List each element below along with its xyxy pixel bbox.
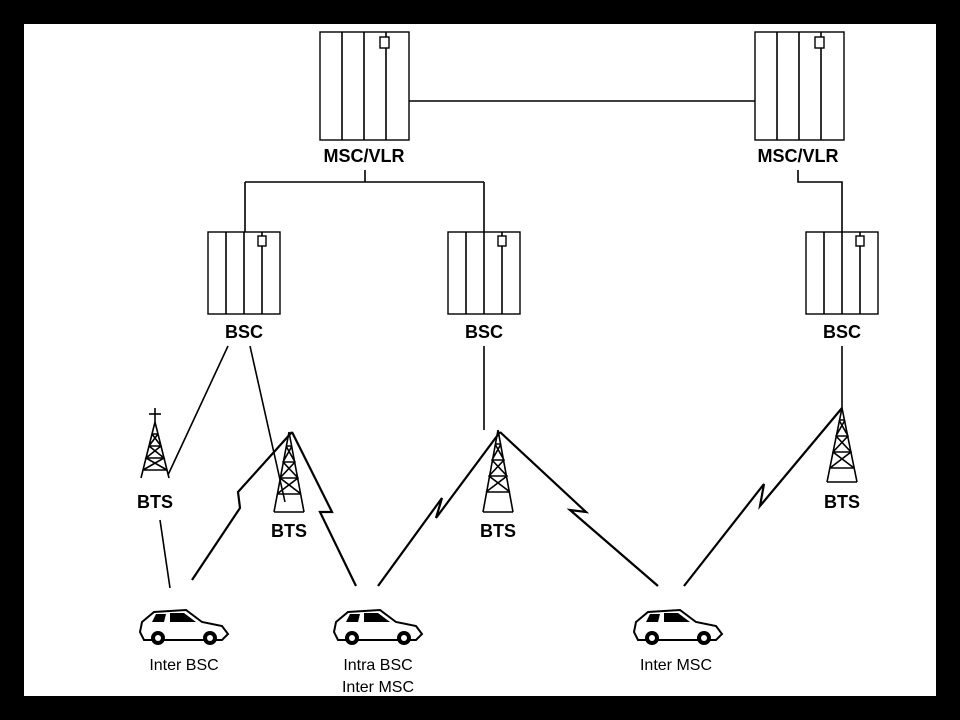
- bsc-cabinet-left: [207, 231, 281, 315]
- radio-link-bts2-car2: [291, 431, 357, 587]
- bts-tower-4: [826, 407, 858, 483]
- radio-link-car2-bts3: [377, 431, 501, 587]
- bsc1-bts2-link: [249, 345, 286, 503]
- bsc-cabinet-right: [805, 231, 879, 315]
- bts-tower-1: [140, 408, 170, 479]
- msc-right-label: MSC/VLR: [758, 146, 839, 166]
- car-icon-2: [332, 608, 424, 645]
- bsc-cabinet-mid: [447, 231, 521, 315]
- bts-2-label: BTS: [271, 521, 307, 541]
- bts-tower-2: [273, 431, 305, 513]
- car-icon-1: [138, 608, 230, 645]
- connections: [159, 100, 843, 589]
- car-3-caption: Inter MSC: [640, 657, 712, 674]
- car-2-caption-line-2: Inter MSC: [342, 679, 414, 696]
- car-1-caption: Inter BSC: [149, 657, 218, 674]
- bts-tower-3: [482, 429, 514, 513]
- radio-link-car3-bts4: [683, 407, 843, 587]
- msc-cabinet-left: [319, 31, 410, 141]
- bsc-right-label: BSC: [823, 322, 861, 342]
- bts1-car1-link: [159, 519, 171, 589]
- car-2-caption-line-1: Intra BSC: [343, 657, 412, 674]
- msc-left-bsc-tree: [244, 170, 485, 232]
- bts-1-label: BTS: [137, 492, 173, 512]
- msc-right-bsc-link: [797, 170, 843, 232]
- bsc-mid-label: BSC: [465, 322, 503, 342]
- bts-4-label: BTS: [824, 492, 860, 512]
- msc-cabinet-right: [754, 31, 845, 141]
- radio-links: [191, 407, 843, 587]
- radio-link-bts3-car3: [499, 431, 659, 587]
- bsc-left-label: BSC: [225, 322, 263, 342]
- bts-3-label: BTS: [480, 521, 516, 541]
- msc-left-label: MSC/VLR: [324, 146, 405, 166]
- bsc1-bts1-link: [167, 345, 229, 476]
- car-icon-3: [632, 608, 724, 645]
- radio-link-car1-bts2: [191, 431, 293, 581]
